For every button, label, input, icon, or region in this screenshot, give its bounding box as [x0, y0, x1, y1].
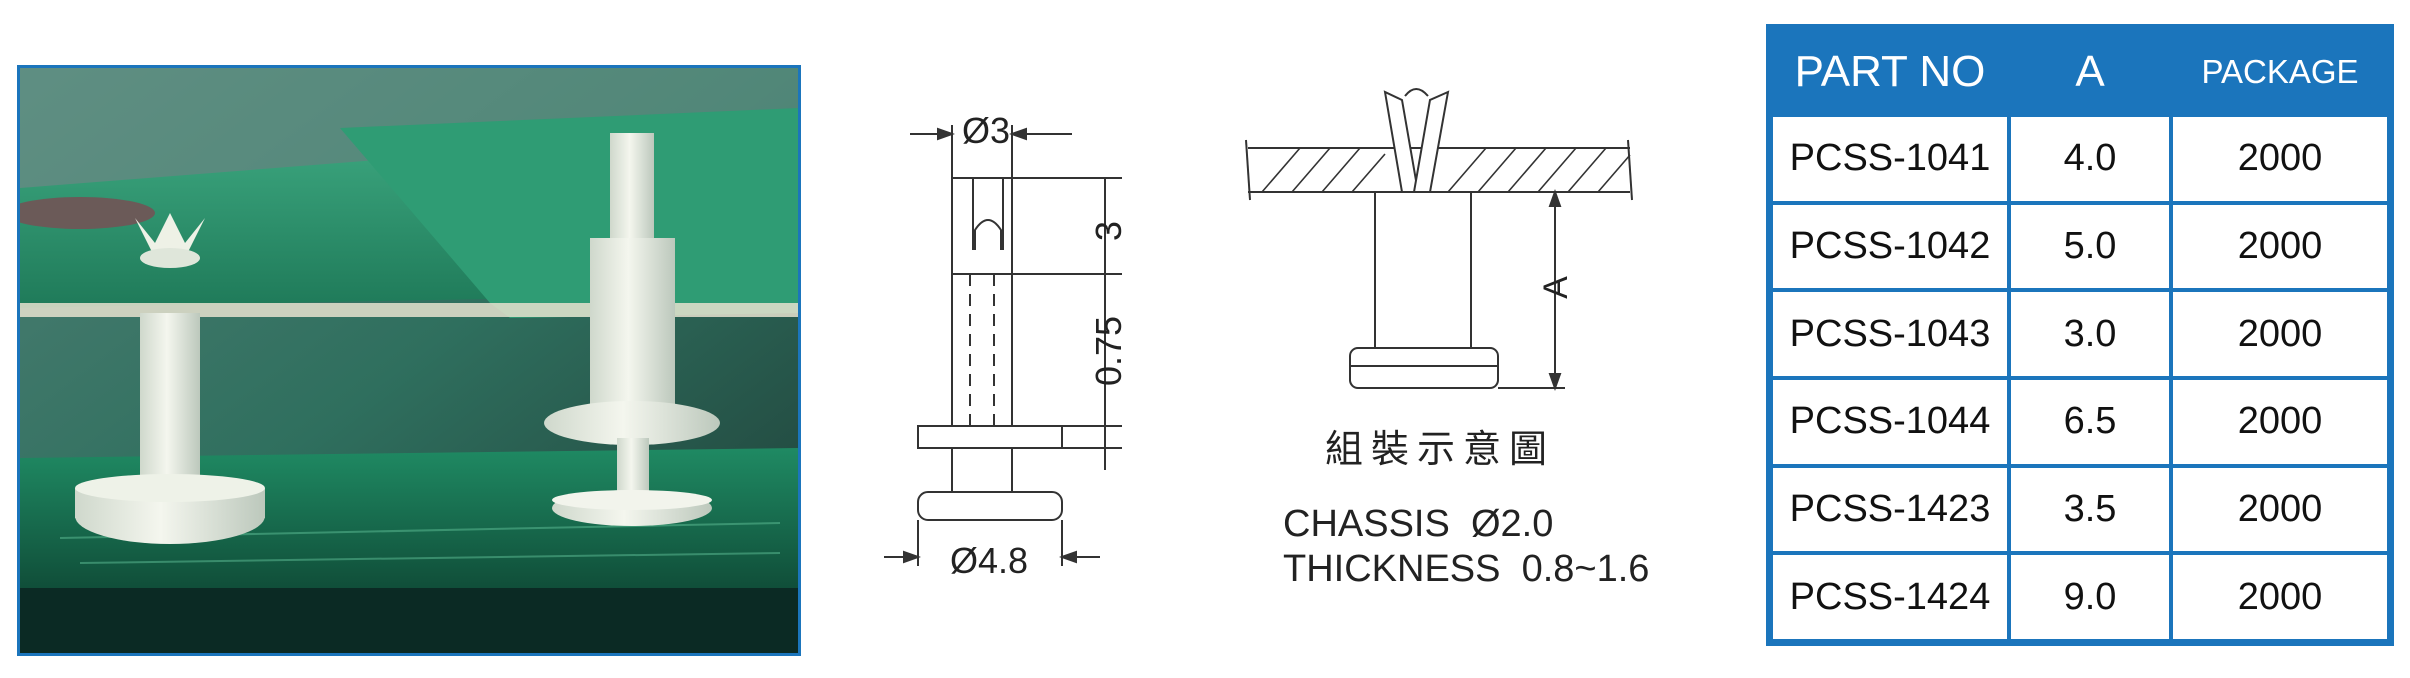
header-a: A: [2011, 31, 2169, 113]
product-photo: [17, 65, 801, 656]
top-diameter-label: Ø3: [962, 110, 1011, 151]
a-cell: 4.0: [2011, 117, 2169, 201]
package-cell: 2000: [2173, 467, 2387, 552]
table-header-row: PART NO A PACKAGE: [1773, 31, 2387, 113]
a-cell: 9.0: [2011, 555, 2169, 639]
package-cell: 2000: [2173, 379, 2387, 464]
header-package: PACKAGE: [2173, 31, 2387, 113]
part-table-container: PART NO A PACKAGE PCSS-1041 4.0 2000 PCS…: [1766, 24, 2394, 646]
package-cell: 2000: [2173, 555, 2387, 639]
base-diameter-label: Ø4.8: [950, 540, 1029, 581]
header-part-no: PART NO: [1773, 31, 2007, 113]
a-cell: 3.5: [2011, 467, 2169, 552]
package-cell: 2000: [2173, 117, 2387, 201]
chassis-hatching: [1261, 147, 1631, 193]
chassis-spec-line2: THICKNESS 0.8~1.6: [1283, 548, 1650, 590]
package-cell: 2000: [2173, 292, 2387, 376]
package-cell: 2000: [2173, 204, 2387, 289]
table-row: PCSS-1043 3.0 2000: [1773, 292, 2387, 376]
table-row: PCSS-1042 5.0 2000: [1773, 204, 2387, 289]
part-no-cell: PCSS-1042: [1773, 204, 2007, 289]
table-row: PCSS-1041 4.0 2000: [1773, 117, 2387, 201]
table-row: PCSS-1044 6.5 2000: [1773, 379, 2387, 464]
spacer-slot: [974, 219, 1002, 250]
dimension-a-label: A: [1536, 276, 1575, 299]
body-length-label: 0.75: [1088, 315, 1130, 387]
a-cell: 5.0: [2011, 204, 2169, 289]
spacer-base: [917, 491, 1063, 521]
table-row: PCSS-1424 9.0 2000: [1773, 555, 2387, 639]
part-no-cell: PCSS-1043: [1773, 292, 2007, 376]
assembly-caption: 組裝示意圖: [1325, 427, 1556, 471]
part-no-cell: PCSS-1423: [1773, 467, 2007, 552]
a-cell: 3.0: [2011, 292, 2169, 376]
spacer-flange: [917, 425, 1063, 449]
head-height-label: 3: [1088, 220, 1130, 242]
pcb-spacer-photo: [20, 68, 798, 653]
part-no-cell: PCSS-1044: [1773, 379, 2007, 464]
part-no-cell: PCSS-1424: [1773, 555, 2007, 639]
part-no-cell: PCSS-1041: [1773, 117, 2007, 201]
chassis-spec-line1: CHASSIS Ø2.0: [1283, 503, 1554, 545]
part-table: PART NO A PACKAGE PCSS-1041 4.0 2000 PCS…: [1769, 27, 2391, 643]
a-cell: 6.5: [2011, 379, 2169, 464]
table-row: PCSS-1423 3.5 2000: [1773, 467, 2387, 552]
spacer-body-outline: [951, 273, 1013, 427]
